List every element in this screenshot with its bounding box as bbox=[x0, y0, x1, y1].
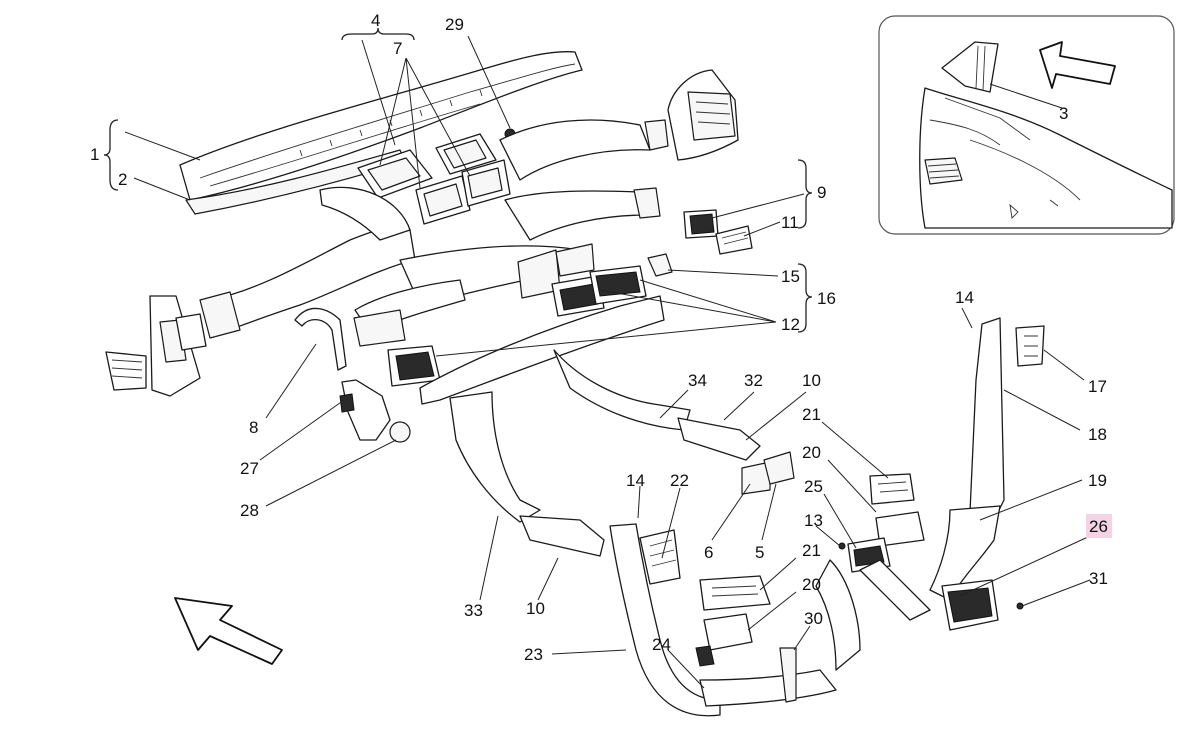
callout-16: 16 bbox=[817, 289, 836, 308]
hose-and-bracket bbox=[294, 307, 411, 443]
callout-5: 5 bbox=[755, 543, 764, 562]
callout-19: 19 bbox=[1088, 471, 1107, 490]
floor-ducts bbox=[609, 523, 861, 717]
callout-28: 28 bbox=[240, 501, 259, 520]
lower-left-ducts bbox=[449, 349, 795, 557]
callout-25: 25 bbox=[804, 477, 823, 496]
callout-1: 1 bbox=[90, 145, 99, 164]
centre-distributor bbox=[387, 253, 673, 405]
callout-29: 29 bbox=[445, 15, 464, 34]
dashboard-panel bbox=[179, 51, 583, 215]
callout-17: 17 bbox=[1088, 377, 1107, 396]
inset-detail bbox=[878, 15, 1175, 235]
callout-11: 11 bbox=[781, 213, 799, 232]
brackets bbox=[103, 27, 813, 333]
callout-10-lower: 10 bbox=[526, 599, 545, 618]
callout-13: 13 bbox=[804, 511, 823, 530]
callout-labels: 1 2 3 4 5 6 7 8 9 10 10 11 12 13 14 14 1… bbox=[90, 11, 1112, 664]
right-rear-ducts bbox=[838, 317, 1045, 631]
callout-3: 3 bbox=[1059, 104, 1068, 123]
callout-18: 18 bbox=[1088, 425, 1107, 444]
callout-10-upper: 10 bbox=[802, 371, 821, 390]
callout-23: 23 bbox=[524, 645, 543, 664]
upper-ducts bbox=[199, 119, 669, 347]
right-vents bbox=[683, 209, 753, 255]
callout-7: 7 bbox=[393, 39, 402, 58]
callout-4: 4 bbox=[371, 11, 380, 30]
callout-31: 31 bbox=[1089, 569, 1108, 588]
callout-24: 24 bbox=[652, 635, 671, 654]
left-side-vent bbox=[105, 295, 207, 397]
callout-32: 32 bbox=[744, 371, 763, 390]
direction-arrow-icon bbox=[174, 597, 283, 665]
inset-direction-arrow-icon bbox=[1039, 41, 1116, 89]
side-panel-top bbox=[667, 69, 739, 161]
callout-21-upper: 21 bbox=[802, 405, 821, 424]
callout-6: 6 bbox=[704, 543, 713, 562]
callout-15: 15 bbox=[781, 267, 800, 286]
callout-12: 12 bbox=[781, 315, 800, 334]
callout-26-highlight bbox=[1086, 514, 1112, 538]
callout-9: 9 bbox=[817, 183, 826, 202]
callout-14-center: 14 bbox=[626, 471, 645, 490]
callout-34: 34 bbox=[688, 371, 707, 390]
callout-8: 8 bbox=[249, 418, 258, 437]
callout-30: 30 bbox=[804, 609, 823, 628]
callout-20-upper: 20 bbox=[802, 443, 821, 462]
callout-22: 22 bbox=[670, 471, 689, 490]
callout-14-right: 14 bbox=[955, 288, 974, 307]
leader-lines bbox=[124, 35, 1091, 689]
callout-2: 2 bbox=[118, 170, 127, 189]
callout-26: 26 bbox=[1089, 517, 1108, 536]
callout-21-lower: 21 bbox=[802, 541, 821, 560]
callout-33: 33 bbox=[464, 601, 483, 620]
callout-27: 27 bbox=[240, 459, 259, 478]
center-vents bbox=[357, 128, 516, 225]
callout-20-lower: 20 bbox=[802, 575, 821, 594]
